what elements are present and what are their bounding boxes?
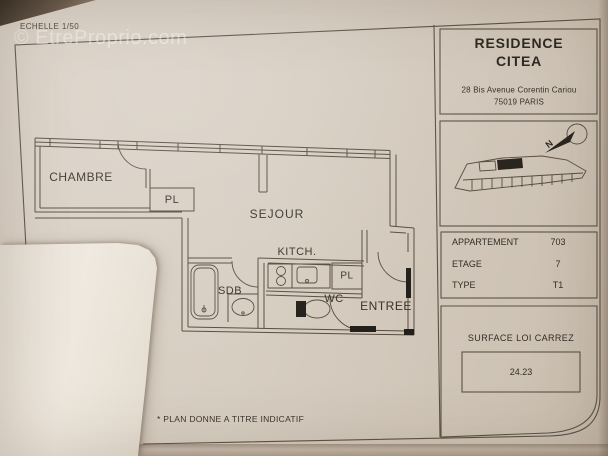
detail-value: 703 bbox=[550, 237, 566, 247]
watermark: © EtreProprio.com bbox=[14, 27, 188, 49]
apartment-walls bbox=[34, 137, 415, 336]
building-outline bbox=[454, 155, 587, 192]
room-label-kitchen: KITCH. bbox=[277, 246, 317, 258]
sdb-door-arc bbox=[231, 260, 259, 288]
residence-address-line1: 28 Bis Avenue Corentin Cariou bbox=[461, 85, 577, 95]
room-label-sdb: SDB bbox=[217, 285, 243, 297]
photo-right-shadow bbox=[598, 0, 608, 456]
detail-label: TYPE bbox=[452, 280, 476, 290]
room-label-entree: ENTREE bbox=[360, 299, 412, 313]
document-frame bbox=[14, 18, 601, 445]
sejour-wall-stub bbox=[258, 154, 268, 193]
detail-value: T1 bbox=[552, 280, 564, 290]
sitemap-box-border bbox=[439, 120, 598, 227]
entry-door-leaf bbox=[406, 268, 411, 298]
surface-value-border bbox=[461, 351, 581, 393]
kitchen-counter bbox=[267, 263, 331, 289]
closet-entry-outline bbox=[331, 262, 363, 290]
surface-label: SURFACE LOI CARREZ bbox=[467, 333, 575, 343]
fixtures bbox=[190, 264, 331, 320]
residence-name-line1: RESIDENCE bbox=[474, 35, 564, 51]
north-arrow bbox=[545, 131, 575, 153]
solid-marks bbox=[296, 268, 414, 335]
closet-top-outline bbox=[149, 187, 195, 212]
washbasin bbox=[231, 298, 255, 316]
apartment-location-marker bbox=[497, 158, 523, 170]
hob-burner bbox=[276, 276, 286, 286]
footnote: * PLAN DONNE A TITRE INDICATIF bbox=[157, 414, 305, 424]
bathtub bbox=[190, 264, 219, 320]
scale-label: ECHELLE 1/50 bbox=[20, 22, 80, 31]
surface-box-border bbox=[440, 305, 598, 438]
threshold-mark bbox=[350, 326, 376, 332]
hob-burner bbox=[276, 266, 286, 276]
room-label-wc: WC bbox=[324, 293, 344, 305]
north-circle bbox=[566, 123, 588, 145]
room-label-chambre: CHAMBRE bbox=[49, 170, 113, 184]
kitchen-sink bbox=[296, 266, 318, 284]
chambre-door-arc bbox=[117, 140, 147, 170]
room-label-closet-top: PL bbox=[164, 194, 180, 206]
detail-row-type: TYPE T1 bbox=[452, 280, 590, 290]
overlay-paper-shadow bbox=[0, 241, 162, 456]
entry-door-arc bbox=[377, 251, 409, 283]
surface-value: 24.23 bbox=[509, 367, 533, 377]
details-box-border bbox=[440, 231, 598, 299]
plan-info-divider bbox=[433, 24, 441, 438]
detail-row-appartement: APPARTEMENT 703 bbox=[452, 237, 590, 247]
detail-label: ETAGE bbox=[452, 259, 482, 269]
room-label-closet-entry: PL bbox=[340, 270, 354, 282]
overlay-paper-corner bbox=[0, 243, 157, 456]
threshold-mark bbox=[404, 329, 414, 335]
detail-row-etage: ETAGE 7 bbox=[452, 259, 590, 269]
detail-value: 7 bbox=[555, 259, 561, 269]
sheet-bottom-shadow bbox=[0, 444, 608, 456]
detail-label: APPARTEMENT bbox=[452, 237, 519, 247]
sitemap-drawing bbox=[454, 123, 588, 192]
toilet-tank bbox=[296, 301, 306, 317]
residence-address-line2: 75019 PARIS bbox=[493, 97, 545, 107]
residence-name-line2: CITEA bbox=[496, 53, 542, 69]
residence-box-border bbox=[439, 28, 598, 115]
room-label-sejour: SEJOUR bbox=[249, 207, 305, 221]
